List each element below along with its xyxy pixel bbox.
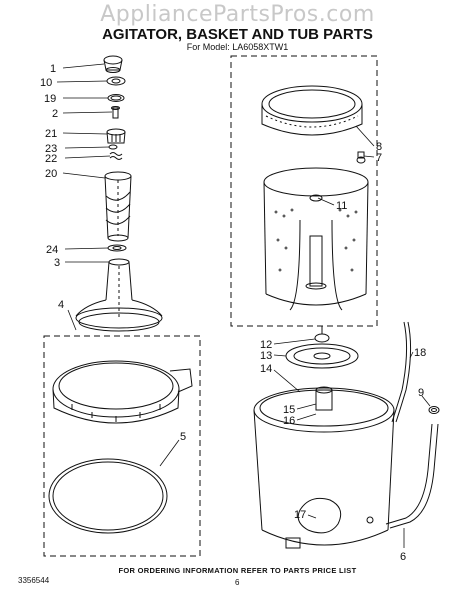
part-2-bolt <box>111 106 120 119</box>
callout-20: 20 <box>45 168 57 180</box>
document-number: 3356544 <box>18 576 50 585</box>
callout-19: 19 <box>44 93 56 105</box>
callout-14: 14 <box>260 363 272 375</box>
callout-21: 21 <box>45 128 57 140</box>
callout-17: 17 <box>294 509 306 521</box>
callout-5: 5 <box>180 431 186 443</box>
callout-7: 7 <box>376 152 382 164</box>
part-21-cam-dogs <box>106 128 126 144</box>
callout-24: 24 <box>46 244 58 256</box>
callout-22: 22 <box>45 153 57 165</box>
part-8-balance-ring <box>261 85 363 136</box>
diagram-title: AGITATOR, BASKET AND TUB PARTS <box>102 26 373 43</box>
part-7-nut <box>356 151 366 164</box>
part-14-outer-tub <box>253 386 395 549</box>
callout-16: 16 <box>283 415 295 427</box>
part-6-drain-hose <box>385 423 439 529</box>
part-23-washer <box>108 144 118 150</box>
part-22-spring <box>109 152 123 160</box>
callout-18: 18 <box>414 347 426 359</box>
model-subtitle: For Model: LA6058XTW1 <box>186 42 289 52</box>
callout-15: 15 <box>283 404 295 416</box>
callout-13: 13 <box>260 350 272 362</box>
inset-box-basket <box>230 55 378 327</box>
callout-12: 12 <box>260 339 272 351</box>
callout-23: 23 <box>45 143 57 155</box>
part-5-tub-ring-seal <box>48 458 168 534</box>
page-number: 6 <box>235 578 240 587</box>
part-13-tub-cover-ring <box>285 343 359 369</box>
watermark: AppliancePartsPros.com <box>100 2 375 27</box>
part-4-tub-ring <box>52 360 193 424</box>
part-3-agitator-base <box>75 258 163 332</box>
part-10-cam <box>106 76 126 86</box>
ordering-info-footer: FOR ORDERING INFORMATION REFER TO PARTS … <box>118 566 357 575</box>
callout-9: 9 <box>418 387 424 399</box>
callout-1: 1 <box>50 63 56 75</box>
part-12-drive-hub <box>314 326 330 343</box>
part-20-agitator-barrel <box>104 171 132 242</box>
part-agitator-cap <box>103 55 123 73</box>
callout-2: 2 <box>52 108 58 120</box>
part-9-clamp <box>428 406 440 414</box>
callout-3: 3 <box>54 257 60 269</box>
callout-8: 8 <box>376 141 382 153</box>
callout-6: 6 <box>400 551 406 563</box>
leader-lines <box>56 63 431 548</box>
callout-4: 4 <box>58 299 64 311</box>
callout-10: 10 <box>40 77 52 89</box>
part-19-seal <box>107 94 125 102</box>
part-11-basket <box>263 167 369 311</box>
inset-box-tub-ring <box>43 335 201 557</box>
part-18-hose <box>391 321 412 423</box>
part-24-spline-coupler <box>107 244 127 252</box>
callout-11: 11 <box>336 200 347 212</box>
